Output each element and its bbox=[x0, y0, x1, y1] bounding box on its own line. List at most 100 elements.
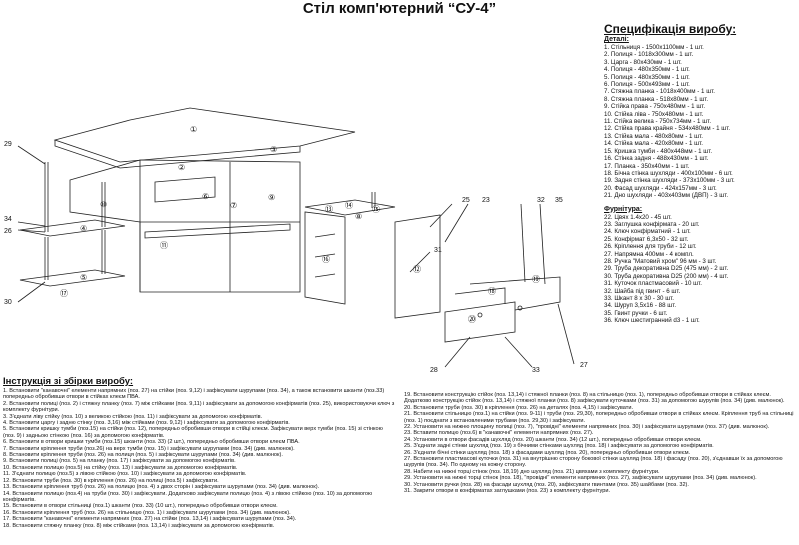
callout-30: 30 bbox=[4, 299, 12, 306]
svg-text:⑪: ⑪ bbox=[160, 241, 168, 250]
desk-body bbox=[69, 159, 301, 293]
instruction-step: 22. Установити на нижню площину полиці (… bbox=[404, 424, 770, 431]
svg-text:⑭: ⑭ bbox=[345, 201, 353, 210]
svg-text:⑨: ⑨ bbox=[268, 193, 275, 202]
instruction-step: 3. З'єднати ліву стійку (поз. 10) з вели… bbox=[3, 413, 263, 420]
callout-34: 34 bbox=[4, 216, 12, 223]
list-item: 12. Стійка права крайня - 534x480мм - 1 … bbox=[604, 125, 731, 133]
specification-panel: Специфікація виробу: Деталі: 1. Стільниц… bbox=[604, 22, 799, 325]
shelf-panel bbox=[154, 176, 216, 203]
list-item: 27. Напрямна 400мм - 4 компл. bbox=[604, 250, 694, 258]
callout-35: 35 bbox=[555, 197, 563, 204]
assembly-drawing: 29 34 26 30 25 23 32 35 31 28 33 27 ①②③ … bbox=[4, 107, 588, 372]
svg-text:⑧: ⑧ bbox=[355, 212, 362, 221]
spec-heading: Специфікація виробу: bbox=[604, 22, 737, 36]
pedestal-side bbox=[304, 211, 346, 305]
callout-31: 31 bbox=[434, 247, 442, 254]
list-item: 30. Труба декоративна D25 (200 мм) - 4 ш… bbox=[604, 272, 729, 280]
list-item: 33. Шкант 8 x 30 - 30 шт. bbox=[604, 295, 675, 302]
list-item: 14. Стійка мала - 420x80мм - 1 шт. bbox=[604, 140, 703, 148]
list-item: 34. Шуруп 3,5x16 - 88 шт. bbox=[604, 302, 677, 310]
instruction-step: 16. Встановити кріплення труб (поз. 26) … bbox=[3, 509, 291, 516]
instructions-heading: Інструкція зі збірки виробу: bbox=[3, 376, 134, 387]
svg-text:③: ③ bbox=[270, 145, 277, 154]
instruction-step: 26. З'єднати бічні стінки шухляд (поз. 1… bbox=[404, 449, 691, 456]
svg-text:①: ① bbox=[190, 125, 197, 134]
instruction-step: 11. З'єднати полицю (поз.5) з лівою стій… bbox=[3, 471, 247, 478]
instruction-step: 31. Закрити отвори в конфірматах заглушк… bbox=[404, 488, 611, 495]
instruction-step: 4. Встановити царгу і задню стінку (поз.… bbox=[3, 420, 290, 427]
svg-text:⑥: ⑥ bbox=[202, 192, 209, 201]
svg-text:⑱: ⑱ bbox=[488, 287, 496, 296]
svg-text:⑫: ⑫ bbox=[413, 265, 421, 274]
hardware-heading: Фурнітура: bbox=[604, 205, 643, 213]
list-item: 20. Фасад шухляди - 424x157мм - 3 шт. bbox=[604, 184, 717, 192]
left-shelf-lower bbox=[19, 269, 126, 287]
list-item: 15. Кришка тумби - 480x448мм - 1 шт. bbox=[604, 147, 713, 155]
list-item: 11. Стійка велика - 750x734мм - 1 шт. bbox=[604, 118, 712, 126]
pedestal-top bbox=[304, 199, 396, 216]
instruction-step: 1. Встановити "канавочні" елементи напря… bbox=[3, 388, 385, 401]
tabletop-outline bbox=[53, 107, 356, 163]
instruction-step: 20. Встановити труби (поз. 30) в кріплен… bbox=[404, 404, 634, 411]
callout-27: 27 bbox=[580, 362, 588, 369]
instruction-step: 15. Встановити в отвори стільниці (поз.1… bbox=[3, 503, 278, 510]
list-item: 29. Труба декоративна D25 (475 мм) - 2 ш… bbox=[604, 265, 729, 273]
instruction-step: 2. Встановити полиці (поз. 2) і стяжну п… bbox=[3, 400, 395, 414]
svg-text:⑮: ⑮ bbox=[372, 205, 380, 214]
svg-text:⑩: ⑩ bbox=[100, 200, 107, 209]
instructions-left-column: 1. Встановити "канавочні" елементи напря… bbox=[3, 388, 395, 529]
list-item: 23. Заглушка конфірмата - 20 шт. bbox=[604, 220, 700, 228]
instruction-step: 30. Установити ручки (поз. 28) на фасади… bbox=[404, 481, 689, 488]
list-item: 1. Стільниця - 1500x1100мм - 1 шт. bbox=[604, 44, 704, 51]
instruction-step: 19. Встановити конструкцію стійок (поз. … bbox=[404, 392, 785, 405]
instruction-step: 7. Встановити кріплення труби (поз.26) н… bbox=[3, 445, 295, 452]
list-item: 16. Стінка задня - 488x430мм - 1 шт. bbox=[604, 155, 709, 163]
callout-32: 32 bbox=[537, 197, 545, 204]
list-item: 25. Конфірмат 6,3x50 - 32 шт. bbox=[604, 235, 689, 243]
instruction-step: 29. Установити на нижні торці стінок (по… bbox=[404, 475, 757, 482]
pedestal-side-right bbox=[394, 214, 441, 319]
svg-text:⑰: ⑰ bbox=[60, 289, 68, 298]
drawer-front bbox=[444, 301, 516, 343]
list-item: 2. Полиця - 1018x300мм - 1 шт. bbox=[604, 51, 694, 59]
svg-text:⑯: ⑯ bbox=[322, 255, 330, 264]
list-item: 26. Кріплення для труби - 12 шт. bbox=[604, 243, 697, 251]
list-item: 18. Бічна стінка шухляди - 400x100мм - 6… bbox=[604, 169, 733, 177]
instruction-step: 27. Встановити пластмасові куточки (поз.… bbox=[404, 456, 783, 469]
list-item: 9. Стійка права - 750x480мм - 1 шт. bbox=[604, 103, 706, 111]
callout-23: 23 bbox=[482, 197, 490, 204]
list-item: 8. Стяжна планка - 518x80мм - 1 шт. bbox=[604, 95, 709, 103]
svg-text:⑦: ⑦ bbox=[230, 201, 237, 210]
instructions-right-column: 19. Встановити конструкцію стійок (поз. … bbox=[404, 392, 796, 495]
list-item: 13. Стійка мала - 480x80мм - 1 шт. bbox=[604, 132, 703, 140]
instruction-step: 25. З'єднати задні стінки шухляд (поз. 1… bbox=[404, 443, 714, 450]
svg-text:⑬: ⑬ bbox=[325, 205, 333, 214]
page-title: Стіл комп'ютерний “СУ-4” bbox=[302, 0, 497, 17]
list-item: 3. Царга - 80x430мм - 1 шт. bbox=[604, 58, 682, 66]
svg-text:④: ④ bbox=[80, 224, 87, 233]
svg-text:⑲: ⑲ bbox=[532, 275, 540, 284]
list-item: 36. Ключ шестигранний d3 - 1 шт. bbox=[604, 317, 700, 325]
instruction-step: 6. Встановити в отвори кришки тумби (поз… bbox=[3, 439, 300, 446]
left-shelf-upper bbox=[19, 219, 126, 237]
list-item: 24. Ключ конфірматний - 1 шт. bbox=[604, 228, 691, 236]
list-item: 35. Гвинт ручки - 6 шт. bbox=[604, 309, 668, 317]
instruction-step: 21. Встановити стільницю (поз.1) на стій… bbox=[404, 411, 794, 424]
svg-text:⑤: ⑤ bbox=[80, 273, 87, 282]
list-item: 6. Полиця - 500x493мм - 1 шт. bbox=[604, 81, 690, 89]
list-item: 10. Стійка ліва - 750x480мм - 1 шт. bbox=[604, 110, 704, 118]
list-item: 31. Куточок пластмасовий - 10 шт. bbox=[604, 280, 702, 288]
instruction-step: 5. Встановити кришку тумби (поз.15) на с… bbox=[3, 426, 383, 439]
list-item: 4. Полиця - 480x350мм - 1 шт. bbox=[604, 66, 690, 74]
instruction-step: 10. Встановити полицю (поз.5) на стійку … bbox=[3, 464, 238, 471]
svg-text:②: ② bbox=[178, 163, 185, 172]
instruction-step: 14. Встановити полицю (поз.4) на труби (… bbox=[3, 490, 373, 503]
instruction-step: 12. Встановити труби (поз. 30) в кріплен… bbox=[3, 477, 219, 484]
instruction-step: 17. Встановити "канавочні" елементи напр… bbox=[3, 516, 297, 523]
list-item: 32. Шайба під гвинт - 6 шт. bbox=[604, 287, 681, 295]
list-item: 22. Цвях 1.4x20 - 45 шт. bbox=[604, 213, 672, 221]
instruction-step: 24. Установити в отвори фасадів шухляд (… bbox=[404, 436, 702, 443]
parts-heading: Деталі: bbox=[604, 36, 629, 43]
instruction-step: 28. Набити на нижні торці стінок (поз. 1… bbox=[404, 468, 660, 475]
